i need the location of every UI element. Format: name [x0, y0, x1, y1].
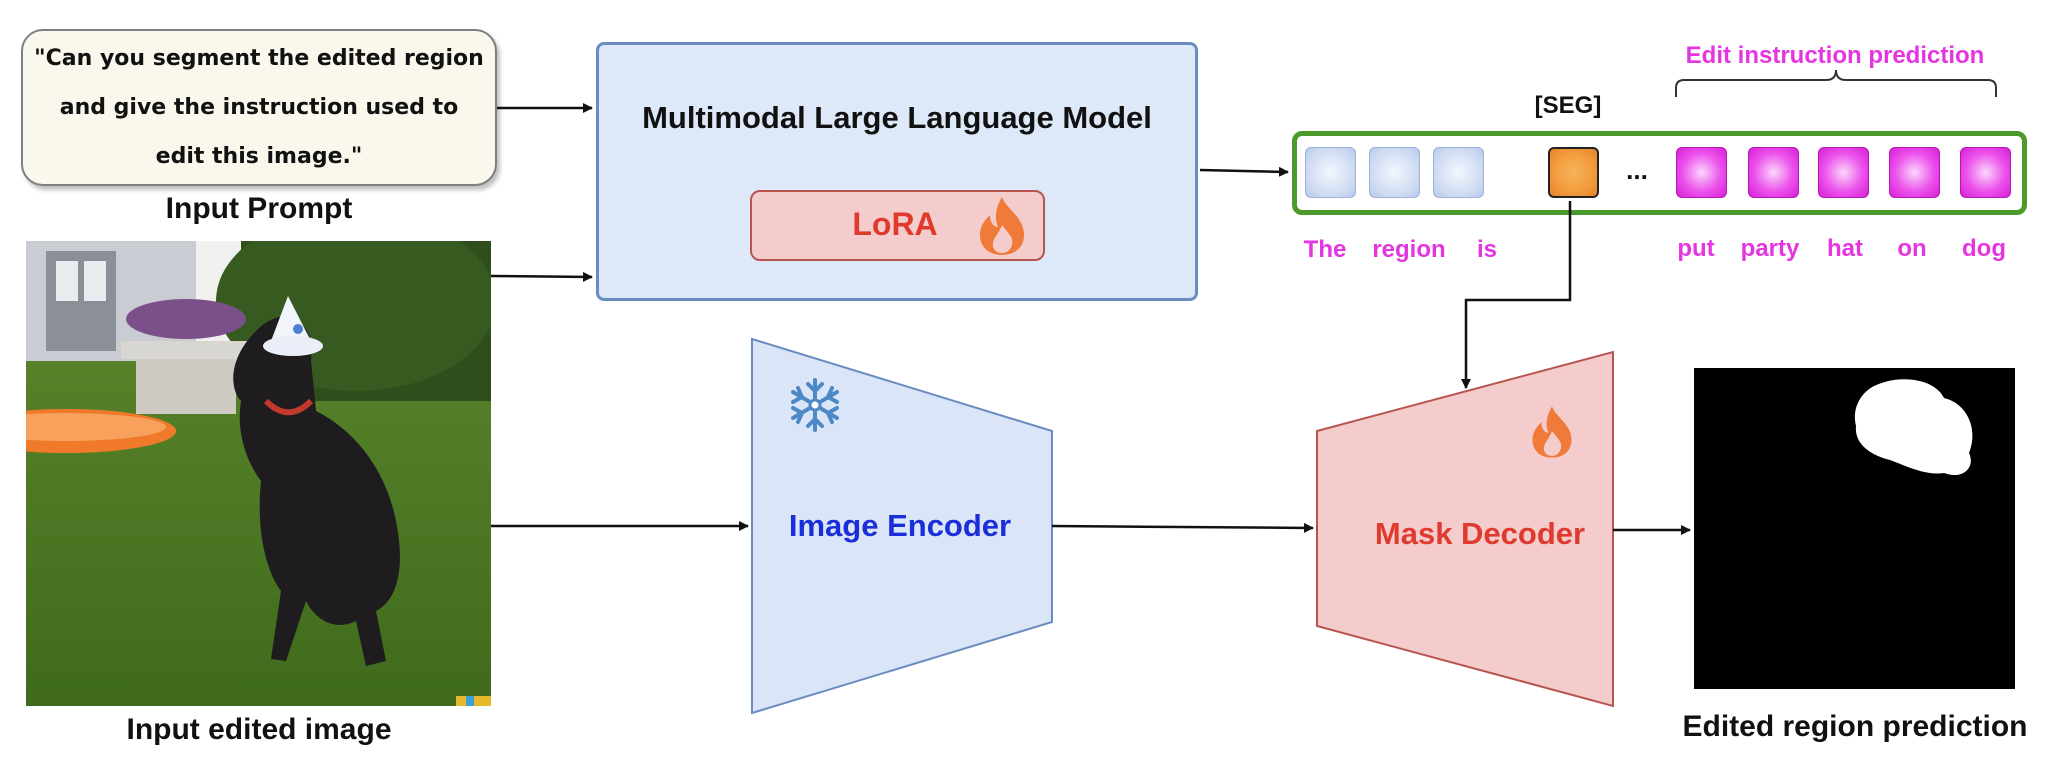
word-the: The [1303, 236, 1347, 263]
prompt-line-3: edit this image." [155, 144, 363, 169]
prompt-line-1: "Can you segment the edited region [34, 46, 484, 71]
image-encoder-shape [751, 337, 1053, 715]
mask-region-shape [1854, 379, 1973, 476]
token-ellipsis: ... [1626, 155, 1648, 185]
token-hat [1818, 147, 1869, 198]
seg-token-label: [SEG] [1534, 92, 1602, 119]
word-is: is [1476, 236, 1497, 263]
token-put [1676, 147, 1727, 198]
token-dog [1960, 147, 2011, 198]
edited-region-mask [1694, 368, 2015, 689]
token-sequence-box [1292, 131, 2027, 215]
token-seg [1548, 147, 1599, 198]
word-put: put [1677, 235, 1715, 262]
lora-label: LoRA [852, 206, 938, 242]
token-is [1433, 147, 1484, 198]
token-on [1889, 147, 1940, 198]
word-dog: dog [1962, 235, 2006, 262]
fire-icon [980, 197, 1024, 255]
fire-icon [1532, 406, 1572, 458]
input-prompt-caption: Input Prompt [165, 192, 353, 225]
edit-instruction-brace [1675, 69, 1997, 97]
arrow-seg-to-decoder [1461, 201, 1572, 389]
word-party: party [1740, 235, 1800, 262]
llm-title: Multimodal Large Language Model [642, 100, 1152, 135]
edit-instruction-title: Edit instruction prediction [1685, 42, 1985, 69]
word-region: region [1372, 236, 1446, 263]
mask-decoder-label: Mask Decoder [1374, 516, 1586, 551]
token-the [1305, 147, 1356, 198]
input-edited-image [26, 241, 491, 706]
input-prompt-box: "Can you segment the edited region and g… [21, 29, 497, 186]
snowflake-icon [791, 378, 839, 432]
input-image-caption: Input edited image [126, 713, 392, 746]
prompt-line-2: and give the instruction used to [59, 95, 459, 120]
token-party [1748, 147, 1799, 198]
word-on: on [1897, 235, 1927, 262]
word-hat: hat [1827, 235, 1863, 262]
token-region [1369, 147, 1420, 198]
arrow-llm-to-tokens [1199, 166, 1289, 177]
arrow-encoder-to-decoder [1051, 522, 1314, 533]
output-caption: Edited region prediction [1682, 710, 2028, 743]
arrow-image-to-llm [490, 271, 593, 282]
image-encoder-label: Image Encoder [788, 508, 1012, 543]
